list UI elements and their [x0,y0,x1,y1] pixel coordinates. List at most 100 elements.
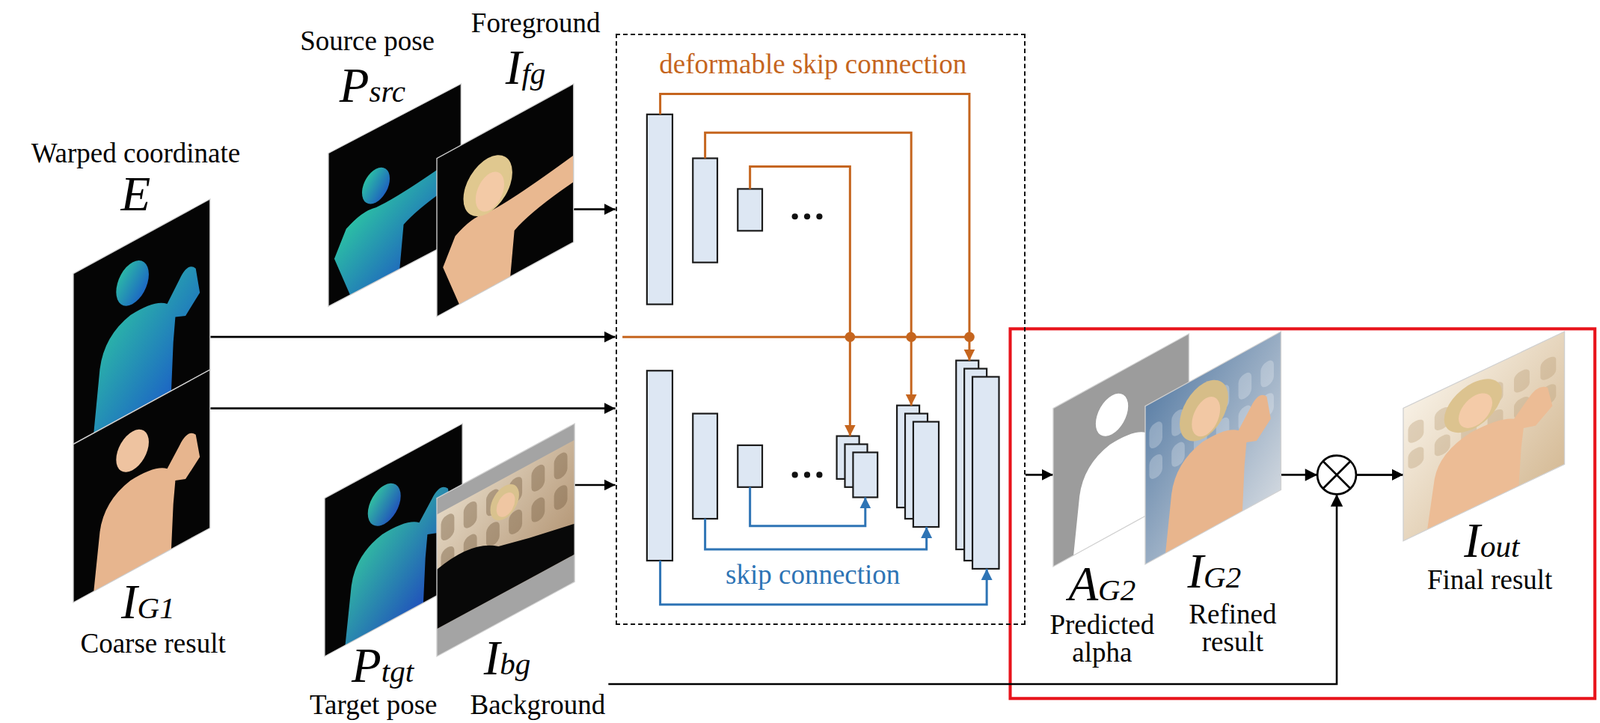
hair-shape [463,144,512,226]
caption-text: Source pose [299,26,435,55]
head-shape [115,252,149,313]
connector-arrow [1025,473,1054,476]
arch-shape [1148,418,1163,451]
head-shape [116,421,150,479]
coarse-result-panel: IG1Coarse result [70,366,229,660]
image-panel [73,369,211,603]
ellipsis-dot [792,213,799,220]
deformable-skip-line [705,132,912,405]
ellipsis-dot [816,213,823,220]
caption-text: Final result [1427,565,1553,594]
encoder-block [647,370,673,561]
panel-ground [436,423,575,657]
arrowhead [1305,468,1318,481]
caption-text: Predicted alpha [1035,610,1169,666]
panel-ground [1403,331,1565,541]
panel-border [1145,331,1281,565]
arch-shape [1513,367,1530,395]
symbol-label: Psrc [339,61,406,110]
connector-arrow [210,406,616,410]
arch-shape [1407,417,1424,446]
head-shape [362,161,390,210]
symbol-label: AG2 [1068,559,1136,609]
hair-shape [489,477,519,526]
caption-text: deformable skip connection [658,50,967,78]
hair-shape [1443,368,1502,443]
symbol-label: E [121,169,152,219]
arch-shape [1237,370,1252,402]
arch-shape [554,482,568,513]
ellipsis-dot [792,471,799,478]
background-panel: IbgBackground [433,420,609,722]
arrowhead [1330,493,1343,506]
panel-border [1403,331,1565,541]
connector-arrow [608,474,1403,684]
multiply-cross [1323,460,1351,489]
arch-shape [531,494,545,525]
connector-arrow [573,207,616,211]
arch-shape [440,510,455,543]
highlight-box [1010,328,1596,698]
caption-text: skip connection [725,560,900,588]
decoder-block [913,421,939,528]
face-shape [475,165,505,218]
panel-ground [1145,331,1281,565]
symbol-label: IG2 [1187,546,1241,596]
panel-border [73,369,211,603]
arch-shape [486,519,500,550]
junction-dot [964,331,975,342]
encoder-block [692,157,718,262]
head-shape [1095,386,1129,444]
symbol-label: IG1 [121,577,176,627]
panel-ground [436,83,574,317]
symbol-label: Ifg [505,43,547,93]
panel-ground [73,369,211,603]
deformable-skip-line [660,94,970,361]
decoder-block [852,451,878,497]
symbol-label: Ibg [483,633,532,683]
image-panel [1145,331,1281,565]
body-shape [1427,381,1553,530]
ellipsis-dot [804,213,811,220]
encoder-block [737,188,763,231]
caption-text: Warped coordinate [31,139,241,167]
deformable-skip-line [750,166,851,436]
skip-line [660,560,988,605]
arch-shape [1260,358,1274,390]
generator-network-box: deformable skip connection skip connectio… [615,33,1026,625]
arch-shape [1407,444,1424,471]
multiply-symbol [1317,455,1357,495]
photo-shape [436,439,575,629]
caption-text: Target pose [309,690,437,719]
arch-shape [1148,451,1163,482]
arch-shape [1540,354,1556,383]
caption-text: Refined result [1171,599,1295,656]
caption-text: Background [469,690,606,719]
image-panel [436,423,575,657]
caption-text: Coarse result [80,629,226,657]
arch-shape [531,462,545,494]
encoder-block [737,445,763,487]
connector-arrow [574,483,616,487]
foreground-panel: ForegroundIfg [433,5,604,320]
encoder-block [647,114,673,305]
image-panel [1403,331,1565,541]
connector-arrow [210,335,616,339]
body-shape [344,481,452,646]
ellipsis-dot [804,471,811,478]
hair-shape [1179,369,1229,452]
arch-shape [554,449,568,481]
image-panel [436,83,574,317]
deformable-skip-line [622,335,970,339]
hole-shape [436,491,575,629]
junction-dot [845,331,856,342]
junction-dot [905,331,917,342]
skip-line [750,486,866,526]
skip-line [705,518,927,550]
symbol-label: Ptgt [351,641,414,690]
face-shape [496,488,516,521]
encoder-block [692,413,718,520]
